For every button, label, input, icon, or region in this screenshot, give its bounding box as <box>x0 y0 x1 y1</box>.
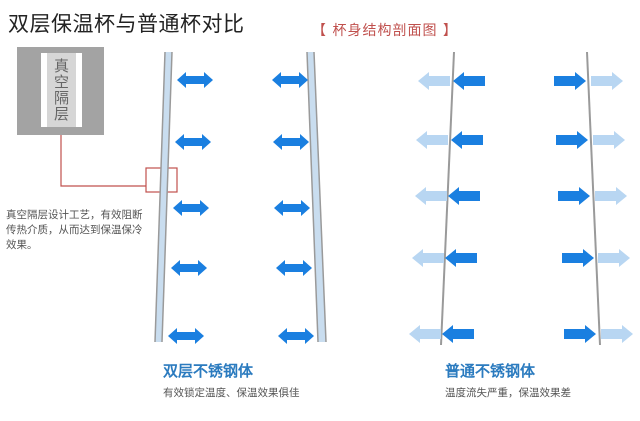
section-label: 【 杯身结构剖面图 】 <box>312 23 458 39</box>
double-wall-title: 双层不锈钢体 <box>163 362 254 380</box>
callout-connector <box>60 135 178 193</box>
single-wall-subtitle: 温度流失严重，保温效果差 <box>445 387 571 399</box>
vacuum-layer-callout: 真空隔层 <box>17 47 104 135</box>
single-wall-left <box>440 51 455 346</box>
vacuum-layer-core: 真空隔层 <box>47 53 76 127</box>
callout-description: 真空隔层设计工艺，有效阻断传热介质，从而达到保温保冷效果。 <box>6 209 143 251</box>
double-wall-right <box>306 51 327 343</box>
heat-retained-arrows <box>168 72 314 344</box>
page-title: 双层保温杯与普通杯对比 <box>8 12 245 36</box>
double-wall-caption: 双层不锈钢体 有效锁定温度、保温效果俱佳 <box>163 360 300 400</box>
double-wall-subtitle: 有效锁定温度、保温效果俱佳 <box>163 387 300 399</box>
single-wall-right <box>586 51 601 346</box>
vacuum-layer-wall: 真空隔层 <box>41 53 82 127</box>
single-wall-caption: 普通不锈钢体 温度流失严重，保温效果差 <box>445 360 571 400</box>
vacuum-layer-label: 真空隔层 <box>53 57 69 123</box>
single-wall-title: 普通不锈钢体 <box>445 362 536 380</box>
double-wall-left <box>154 51 173 343</box>
